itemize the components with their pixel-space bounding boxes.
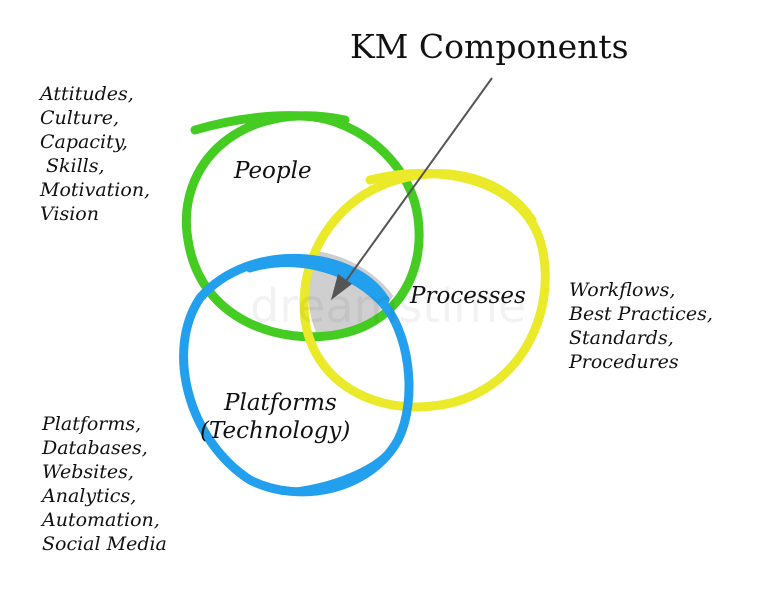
platforms-attributes-list: Platforms, Databases, Websites, Analytic… [40, 413, 167, 555]
list-item: Social Media [42, 533, 167, 555]
platforms-circle [179, 254, 414, 497]
processes-circle-stroke [299, 168, 550, 412]
list-item: Analytics, [40, 485, 136, 507]
list-item: Best Practices, [568, 303, 713, 325]
arrow-head [331, 274, 352, 300]
center-intersection [308, 250, 416, 341]
platforms-circle-tail [279, 437, 401, 495]
list-item: Websites, [42, 461, 134, 483]
list-item: Automation, [40, 509, 160, 531]
list-item: Capacity, [40, 131, 128, 153]
list-item: Vision [40, 203, 99, 225]
processes-attributes-list: Workflows, Best Practices, Standards, Pr… [568, 279, 713, 373]
list-item: Platforms, [41, 413, 141, 435]
processes-circle [299, 168, 550, 412]
list-item: Culture, [40, 107, 119, 129]
list-item: Attitudes, [38, 83, 134, 105]
list-item: Workflows, [569, 279, 675, 301]
list-item: Skills, [46, 155, 105, 177]
list-item: Procedures [568, 351, 679, 373]
watermark: dreamstime [250, 279, 526, 333]
technology-label: (Technology) [200, 418, 350, 444]
people-circle [182, 111, 424, 342]
pointer-arrow [331, 77, 493, 300]
list-item: Motivation, [39, 179, 150, 201]
intersection-fill [308, 250, 416, 341]
platforms-label: Platforms [223, 390, 337, 416]
people-circle-stroke [182, 111, 424, 342]
people-attributes-list: Attitudes, Culture, Capacity, Skills, Mo… [38, 83, 150, 225]
diagram-title: KM Components [350, 27, 629, 66]
list-item: Standards, [569, 327, 674, 349]
list-item: Databases, [41, 437, 148, 459]
arrow-shaft [337, 77, 493, 293]
people-label: People [233, 158, 312, 184]
processes-label: Processes [409, 283, 526, 309]
